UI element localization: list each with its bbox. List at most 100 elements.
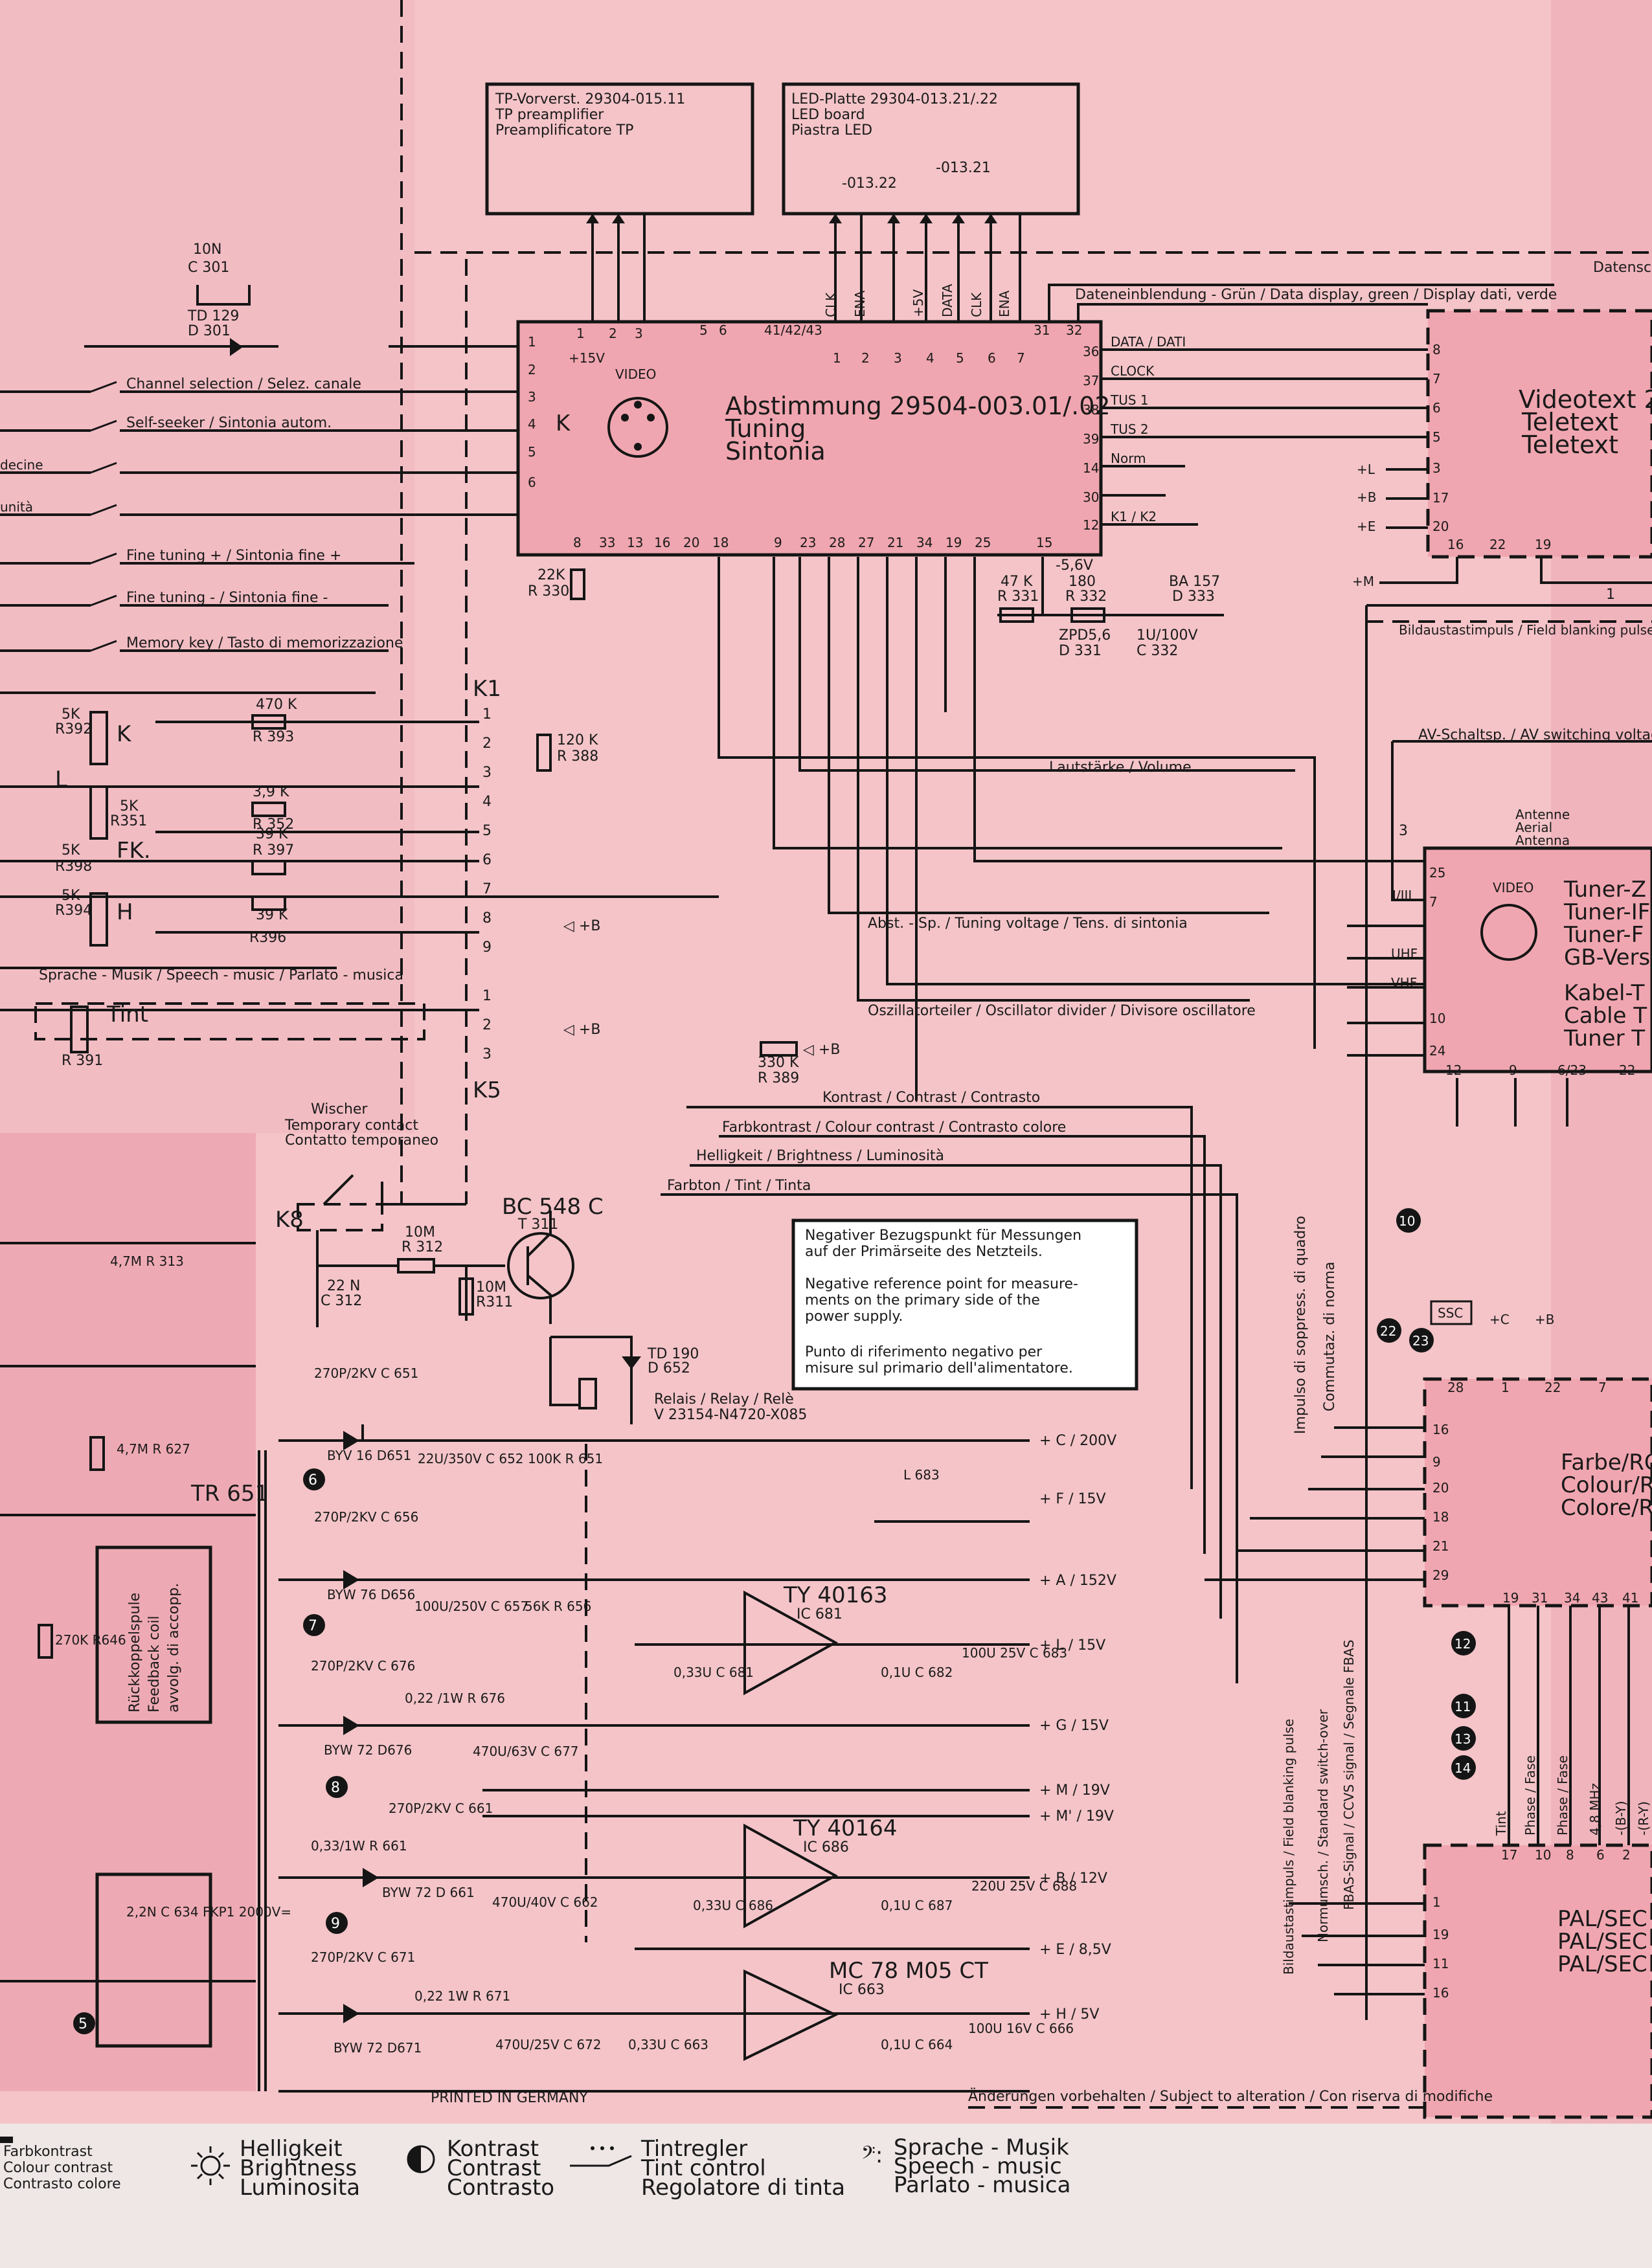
svg-text:TY 40163: TY 40163 xyxy=(783,1582,888,1608)
svg-text:LED-Platte 29304-013.21/.22: LED-Platte 29304-013.21/.22 xyxy=(791,91,998,107)
svg-text:Farbe/RG: Farbe/RG xyxy=(1561,1450,1652,1476)
d331-area: 47 K R 331 180 R 332 BA 157 D 333 ZPD5,6… xyxy=(997,557,1224,659)
svg-text:CLK: CLK xyxy=(969,292,984,317)
svg-text:C 332: C 332 xyxy=(1137,643,1178,659)
svg-text:Helligkeit: Helligkeit xyxy=(240,2136,343,2162)
svg-text:6: 6 xyxy=(482,852,492,868)
svg-text:Tuner T: Tuner T xyxy=(1563,1026,1645,1051)
svg-text:Relais / Relay / Relè: Relais / Relay / Relè xyxy=(654,1391,794,1408)
svg-text:Tuner-IF: Tuner-IF xyxy=(1563,899,1650,925)
svg-text:0,33/1W R 661: 0,33/1W R 661 xyxy=(311,1838,407,1854)
svg-text:22: 22 xyxy=(1489,537,1506,552)
svg-text:R394: R394 xyxy=(55,903,92,919)
svg-text:10: 10 xyxy=(1399,1213,1415,1229)
svg-text:VIDEO: VIDEO xyxy=(1493,880,1533,895)
svg-text:AV-Schaltsp. / AV switching vo: AV-Schaltsp. / AV switching voltage xyxy=(1418,727,1652,743)
svg-text:ments on the primary side of t: ments on the primary side of the xyxy=(805,1292,1040,1308)
color-contrast-icon xyxy=(0,2137,13,2143)
svg-text:2: 2 xyxy=(482,735,492,752)
switch-self-seeker: Self-seeker / Sintonia autom. xyxy=(126,415,332,431)
svg-text:470U/25V C 672: 470U/25V C 672 xyxy=(495,2037,602,2052)
svg-text:4: 4 xyxy=(482,794,492,810)
svg-text:15: 15 xyxy=(1036,535,1052,550)
videotext-module: Videotext 29 Teletext Teletext 8 7 6 5 3… xyxy=(1426,309,1652,559)
svg-text:-013.22: -013.22 xyxy=(842,175,897,192)
svg-text:power supply.: power supply. xyxy=(805,1308,903,1325)
svg-text:V 23154-N4720-X085: V 23154-N4720-X085 xyxy=(654,1407,807,1423)
svg-text:K1 / K2: K1 / K2 xyxy=(1111,509,1157,524)
svg-text:+ E / 8,5V: + E / 8,5V xyxy=(1039,1942,1111,1958)
svg-text:6: 6 xyxy=(308,1472,317,1488)
svg-text:TP preamplifier: TP preamplifier xyxy=(495,107,604,123)
svg-text:R 397: R 397 xyxy=(253,842,294,859)
svg-text:10M: 10M xyxy=(405,1224,435,1241)
svg-text:FBAS-Signal / CCVS signal / Se: FBAS-Signal / CCVS signal / Segnale FBAS xyxy=(1341,1640,1357,1910)
switch-list: Channel selection / Selez. canale Self-s… xyxy=(0,376,403,652)
svg-text:39: 39 xyxy=(1083,431,1099,447)
svg-text:TUS 2: TUS 2 xyxy=(1110,421,1149,437)
svg-text:+ A / 152V: + A / 152V xyxy=(1039,1573,1116,1589)
svg-text:14: 14 xyxy=(1083,460,1099,476)
alterations-note: Änderungen vorbehalten / Subject to alte… xyxy=(968,2088,1493,2105)
svg-text:BYW 76 D656: BYW 76 D656 xyxy=(327,1587,415,1602)
svg-text:avvolg. di accopp.: avvolg. di accopp. xyxy=(166,1583,182,1712)
svg-text:Helligkeit / Brightness / Lumi: Helligkeit / Brightness / Luminosità xyxy=(696,1148,944,1164)
tuner-video-socket-icon xyxy=(1480,904,1537,961)
svg-text:+L: +L xyxy=(1357,462,1375,477)
svg-text:+ F / 15V: + F / 15V xyxy=(1039,1491,1106,1507)
printed-label: PRINTED IN GERMANY xyxy=(431,2090,588,2106)
svg-text:Tint control: Tint control xyxy=(640,2155,766,2181)
svg-text:180: 180 xyxy=(1069,574,1096,590)
svg-text:28: 28 xyxy=(1447,1380,1464,1395)
svg-text:CLOCK: CLOCK xyxy=(1111,363,1155,379)
svg-text:R 388: R 388 xyxy=(557,748,598,765)
svg-text:LED board: LED board xyxy=(791,107,865,123)
connector-k1: K1 1 2 3 4 5 6 7 8 9 1 2 3 K5 xyxy=(473,676,501,1103)
svg-text:5: 5 xyxy=(699,322,708,338)
svg-text:3: 3 xyxy=(635,326,643,341)
svg-text:8: 8 xyxy=(482,910,492,926)
svg-text:-013.21: -013.21 xyxy=(936,160,991,176)
svg-text:Speech - music: Speech - music xyxy=(894,2153,1062,2179)
svg-text:20: 20 xyxy=(1432,519,1449,534)
svg-text:R311: R311 xyxy=(476,1294,513,1310)
svg-text:1: 1 xyxy=(1606,587,1615,603)
svg-text:+ M' / 19V: + M' / 19V xyxy=(1039,1808,1114,1825)
svg-text:9: 9 xyxy=(482,939,492,956)
svg-text:16: 16 xyxy=(1432,1985,1449,2001)
svg-text:Bildaustastimpuls / Field blan: Bildaustastimpuls / Field blanking pulse xyxy=(1281,1719,1296,1975)
svg-text:Phase / Fase: Phase / Fase xyxy=(1522,1755,1538,1836)
svg-text:Farbkontrast / Colour contrast: Farbkontrast / Colour contrast / Contras… xyxy=(722,1119,1066,1136)
svg-text:R 393: R 393 xyxy=(253,729,294,745)
svg-text:+ B / 12V: + B / 12V xyxy=(1039,1870,1107,1887)
pal-secam-module: PAL/SEC PAL/SEC PAL/SEC 1 19 11 16 17 10… xyxy=(1423,1843,1652,2119)
svg-text:K: K xyxy=(556,410,571,436)
svg-text:Negative reference point for m: Negative reference point for measure- xyxy=(805,1276,1078,1292)
svg-text:VIDEO: VIDEO xyxy=(615,366,656,382)
svg-text:Oszillatorteiler / Oscillator: Oszillatorteiler / Oscillator divider / … xyxy=(868,1003,1256,1019)
svg-text:BC 548 C: BC 548 C xyxy=(502,1194,604,1220)
svg-text:4,7M R 313: 4,7M R 313 xyxy=(110,1253,184,1269)
svg-text:Normumsch. / Standard switch-o: Normumsch. / Standard switch-over xyxy=(1315,1709,1331,1942)
svg-text:D 301: D 301 xyxy=(188,323,231,339)
svg-text:29: 29 xyxy=(1432,1567,1449,1583)
svg-text:1: 1 xyxy=(833,350,841,366)
svg-text:DATA: DATA xyxy=(940,284,955,317)
svg-text:3: 3 xyxy=(894,350,902,366)
svg-text:36: 36 xyxy=(1083,344,1099,359)
svg-text:270K R646: 270K R646 xyxy=(55,1632,126,1648)
transformer-tr651: TR 651 Rückkoppelspule Feedback coil avv… xyxy=(95,1481,269,2048)
svg-text:2: 2 xyxy=(609,326,617,341)
svg-text:10M: 10M xyxy=(476,1279,506,1296)
svg-text:120 K: 120 K xyxy=(557,732,598,748)
svg-text:+C: +C xyxy=(1489,1312,1510,1327)
svg-text:19: 19 xyxy=(1432,1927,1449,1942)
svg-text:6/23: 6/23 xyxy=(1557,1062,1587,1078)
svg-text:10: 10 xyxy=(1429,1011,1445,1026)
svg-text:Colore/R: Colore/R xyxy=(1561,1495,1652,1521)
data-display-label: Dateneinblendung - Grün / Data display, … xyxy=(1075,287,1557,303)
svg-text:270P/2KV C 676: 270P/2KV C 676 xyxy=(311,1658,415,1674)
diode-d301-icon xyxy=(230,338,243,356)
svg-text:21: 21 xyxy=(887,535,903,550)
svg-text:6: 6 xyxy=(1596,1847,1605,1863)
